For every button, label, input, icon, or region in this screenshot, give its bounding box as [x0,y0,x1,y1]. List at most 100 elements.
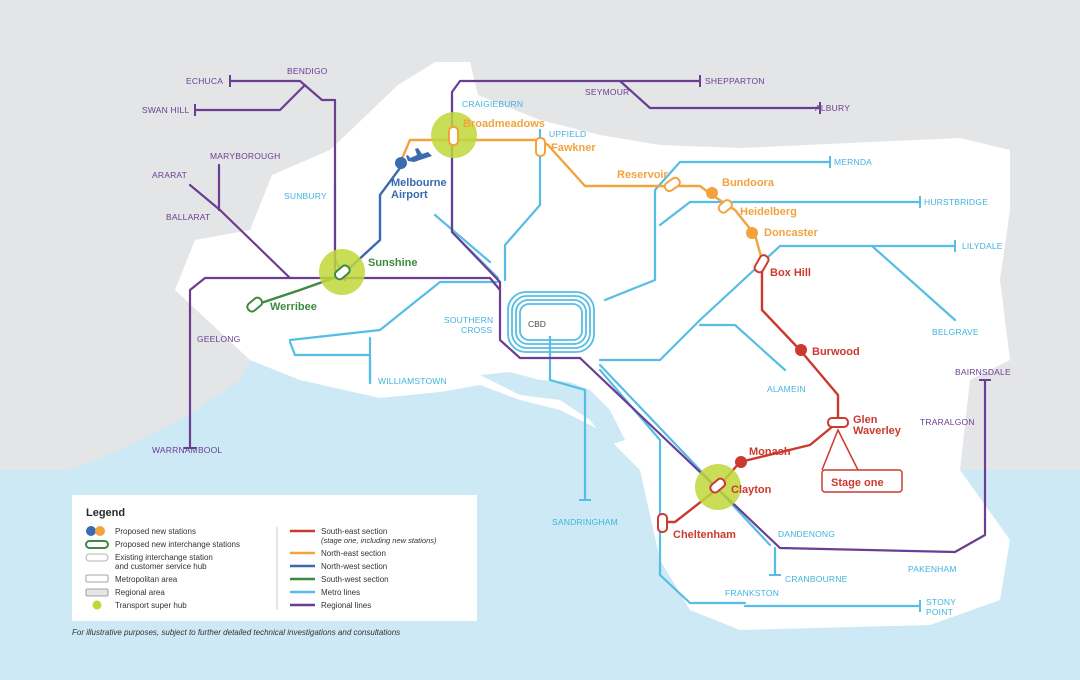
stage-one-box [821,469,903,493]
legend-swatch-new-stations [86,526,105,536]
label-albury: ALBURY [815,103,850,113]
label-williamstown: WILLIAMSTOWN [378,376,447,386]
regional-line-geelong [188,276,502,450]
metro-line-belgrave [870,244,957,322]
metro-line-mernda [603,160,832,302]
label-seymour: SEYMOUR [585,87,629,97]
cbd-loop [507,291,595,353]
station-werribee[interactable] [246,296,264,313]
legend: Legend Proposed new stations Proposed ne… [72,495,477,621]
legend-swatch-super-hub [92,600,102,610]
terminus-ticks [184,75,991,612]
label-echuca: ECHUCA [186,76,223,86]
station-glen-waverley[interactable] [827,417,849,428]
label-clayton: Clayton [731,484,772,496]
label-swan-hill: SWAN HILL [142,105,189,115]
label-mernda: MERNDA [834,157,872,167]
metro-line-lilydale [598,244,957,362]
label-broadmeadows: Broadmeadows [463,118,545,130]
station-doncaster[interactable] [746,227,758,239]
legend-item-regional-lines: Regional lines [321,601,371,610]
station-melbourne-airport[interactable] [395,157,407,169]
airplane-icon [406,148,432,162]
station-clayton[interactable] [709,477,727,494]
station-monash[interactable] [735,456,747,468]
legend-item-north-east: North-east section [321,549,386,558]
label-bundoora: Bundoora [722,177,775,189]
regional-line-swan-hill [193,83,307,112]
label-bairnsdale: BAIRNSDALE [955,367,1011,377]
label-geelong: GEELONG [197,334,240,344]
label-werribee: Werribee [270,301,317,313]
label-southern-cross-2: CROSS [461,325,492,335]
legend-box [72,495,477,621]
legend-swatch-metro-area [85,574,109,583]
station-box-hill[interactable] [753,254,770,274]
metro-line-upfield [503,128,542,282]
label-stony-point-2: POINT [926,607,953,617]
station-cheltenham[interactable] [657,513,668,533]
legend-item-north-west: North-west section [321,562,387,571]
label-frankston: FRANKSTON [725,588,779,598]
legend-item-metro-lines: Metro lines [321,588,360,597]
legend-title: Legend [86,507,125,519]
legend-item-south-east: South-east section [321,527,387,536]
legend-swatch-existing [85,553,109,562]
label-craigieburn: CRAIGIEBURN [462,99,523,109]
legend-item-metro-area: Metropolitan area [115,575,178,584]
label-alamein: ALAMEIN [767,384,806,394]
metro-line-hurstbridge [658,200,922,227]
station-burwood[interactable] [795,344,807,356]
metro-line-dandenong [598,363,772,547]
legend-item-south-west: South-west section [321,575,389,584]
station-bundoora[interactable] [706,187,718,199]
label-reservoir: Reservoir [617,169,668,181]
label-fawkner: Fawkner [551,142,596,154]
label-ballarat: BALLARAT [166,212,210,222]
cbd-centre [524,308,578,336]
city-water [480,372,625,445]
metropolitan-area [175,62,1010,630]
regional-line-seymour [450,79,702,360]
stage-one-pointer [821,428,859,471]
srl-south-east [661,258,840,524]
label-doncaster: Doncaster [764,227,819,239]
station-broadmeadows[interactable] [448,126,459,146]
legend-swatch-interchange [85,540,109,549]
stage-one-label: Stage one [831,477,884,489]
label-cheltenham: Cheltenham [673,529,736,541]
legend-item-regional-area: Regional area [115,588,165,597]
legend-item-super-hub: Transport super hub [115,601,187,610]
metro-line-alamein [698,323,787,372]
label-sandringham: SANDRINGHAM [552,517,618,527]
metro-line-flemington [433,213,492,264]
label-ararat: ARARAT [152,170,187,180]
label-bendigo: BENDIGO [287,66,328,76]
label-glen-waverley-2: Waverley [853,425,902,437]
station-reservoir[interactable] [663,176,681,193]
cbd-label: CBD [528,319,546,329]
label-heidelberg: Heidelberg [740,206,797,218]
station-fawkner[interactable] [535,137,546,157]
label-cranbourne: CRANBOURNE [785,574,848,584]
label-monash: Monash [749,446,791,458]
label-sunbury: SUNBURY [284,191,327,201]
label-burwood: Burwood [812,346,860,358]
station-heidelberg[interactable] [717,198,734,214]
legend-item-south-east-note: (stage one, including new stations) [321,536,437,545]
label-dandenong: DANDENONG [778,529,835,539]
label-stony-point-1: STONY [926,597,956,607]
label-belgrave: BELGRAVE [932,327,979,337]
legend-item-proposed-stations: Proposed new stations [115,527,196,536]
legend-item-interchange: Proposed new interchange stations [115,540,240,549]
metro-line-frankston [598,368,747,605]
legend-item-existing-2: and customer service hub [115,562,207,571]
label-traralgon: TRARALGON [920,417,975,427]
legend-item-existing-1: Existing interchange station [115,553,213,562]
legend-swatch-regional-area [85,588,109,597]
label-southern-cross-1: SOUTHERN [444,315,493,325]
station-sunshine[interactable] [333,264,351,281]
label-box-hill: Box Hill [770,267,811,279]
srl-north-west [340,166,402,277]
